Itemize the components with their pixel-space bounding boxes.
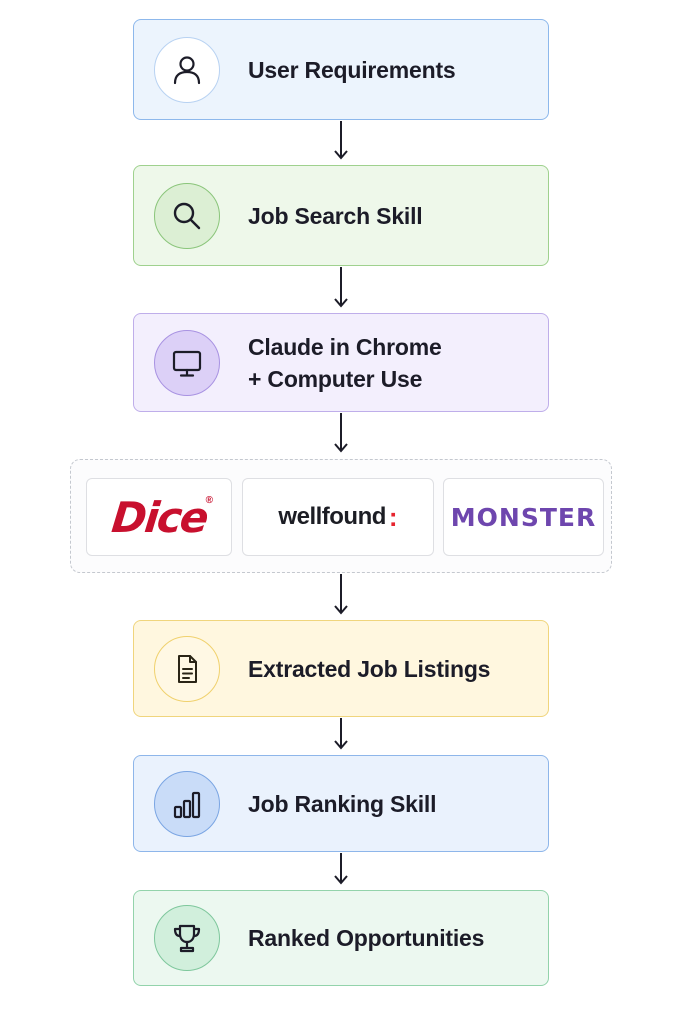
wellfound-logo-text: wellfound	[278, 503, 386, 530]
arrow-down-icon	[334, 267, 348, 308]
ranked-opportunities-node: Ranked Opportunities	[133, 890, 549, 986]
node-label: Job Ranking Skill	[248, 790, 437, 817]
dice-logo-text: Dice	[109, 492, 209, 542]
dice-logo: Dice ®	[86, 478, 232, 556]
wellfound-colon: :	[388, 501, 398, 532]
arrow-down-icon	[334, 574, 348, 615]
registered-mark: ®	[205, 495, 213, 506]
claude-in-chrome-node: Claude in Chrome + Computer Use	[133, 313, 549, 412]
bar-chart-icon	[154, 770, 220, 837]
node-label: Job Search Skill	[248, 202, 423, 229]
arrow-down-icon	[334, 853, 348, 885]
node-label: Extracted Job Listings	[248, 655, 491, 682]
job-search-skill-node: Job Search Skill	[133, 165, 549, 266]
document-icon	[154, 635, 220, 702]
node-label: User Requirements	[248, 56, 456, 83]
arrow-down-icon	[334, 718, 348, 750]
job-ranking-skill-node: Job Ranking Skill	[133, 755, 549, 852]
trophy-icon	[154, 905, 220, 971]
arrow-down-icon	[334, 413, 348, 453]
user-icon	[154, 36, 220, 103]
node-label: Ranked Opportunities	[248, 925, 485, 951]
extracted-job-listings-node: Extracted Job Listings	[133, 620, 549, 717]
user-requirements-node: User Requirements	[133, 19, 549, 120]
monitor-icon	[154, 329, 220, 396]
monster-logo: MONSTER	[443, 478, 604, 556]
arrow-down-icon	[334, 121, 348, 160]
wellfound-logo: wellfound:	[242, 478, 434, 556]
node-label: Claude in Chrome + Computer Use	[248, 333, 442, 392]
monster-logo-text: MONSTER	[450, 502, 597, 532]
search-icon	[154, 182, 220, 249]
